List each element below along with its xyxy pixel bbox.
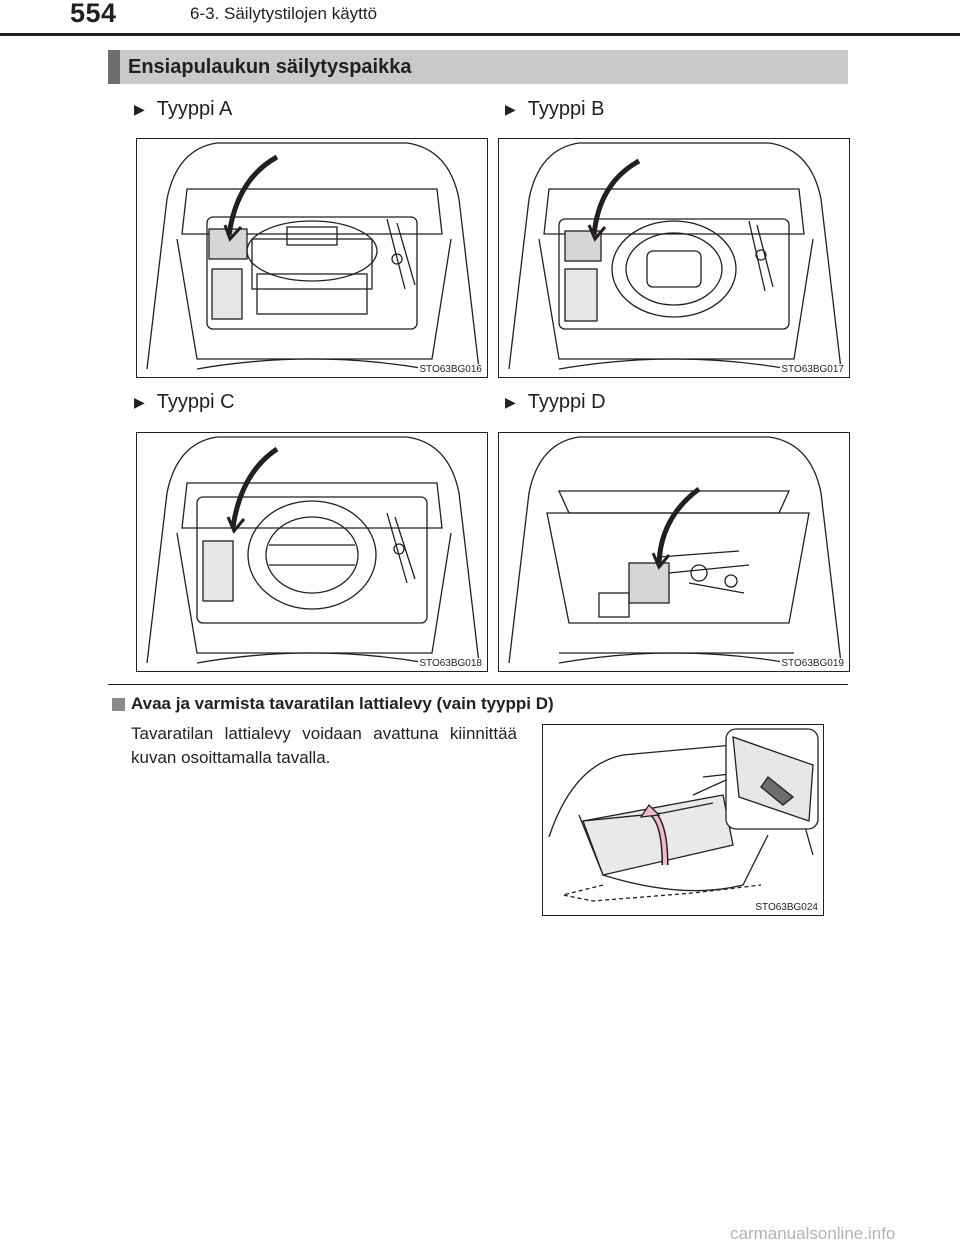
triangle-arrow-icon: ▶	[134, 101, 145, 117]
type-label-a: ▶ Tyyppi A	[134, 98, 232, 121]
triangle-arrow-icon: ▶	[505, 394, 516, 410]
sub-heading-text: Avaa ja varmista tavaratilan lattialevy …	[131, 694, 554, 713]
figure-type-a: STO63BG016	[136, 138, 488, 378]
page-title: Ensiapulaukun säilytyspaikka	[128, 56, 412, 78]
figure-type-d: STO63BG019	[498, 432, 850, 672]
body-text: Tavaratilan lattialevy voidaan avattuna …	[131, 724, 517, 767]
trunk-illustration-a	[146, 142, 480, 370]
trunk-illustration-c	[146, 436, 480, 664]
type-label-c: ▶ Tyyppi C	[134, 391, 235, 414]
figure-code: STO63BG024	[754, 902, 819, 913]
type-label-text: Tyyppi C	[156, 391, 235, 413]
type-label-d: ▶ Tyyppi D	[505, 391, 606, 414]
type-label-text: Tyyppi B	[527, 98, 605, 120]
floor-board-illustration	[548, 728, 819, 902]
trunk-illustration-b	[508, 142, 842, 370]
figure-code: STO63BG018	[418, 658, 483, 669]
watermark: carmanualsonline.info	[730, 1224, 896, 1243]
type-label-text: Tyyppi D	[527, 391, 606, 413]
figure-code: STO63BG016	[418, 364, 483, 375]
sub-heading: Avaa ja varmista tavaratilan lattialevy …	[112, 694, 554, 714]
square-bullet-icon	[112, 697, 125, 711]
title-accent-bar	[108, 50, 120, 84]
figure-code: STO63BG017	[780, 364, 845, 375]
divider	[108, 684, 848, 685]
type-label-text: Tyyppi A	[156, 98, 233, 120]
figure-type-c: STO63BG018	[136, 432, 488, 672]
triangle-arrow-icon: ▶	[505, 101, 516, 117]
page-number: 554	[70, 0, 117, 28]
figure-floor-board: STO63BG024	[542, 724, 824, 916]
trunk-illustration-d	[508, 436, 842, 664]
triangle-arrow-icon: ▶	[134, 394, 145, 410]
figure-type-b: STO63BG017	[498, 138, 850, 378]
section-header: 6-3. Säilytystilojen käyttö	[190, 4, 378, 23]
type-label-b: ▶ Tyyppi B	[505, 98, 604, 121]
header-rule	[0, 33, 960, 36]
figure-code: STO63BG019	[780, 658, 845, 669]
title-band: Ensiapulaukun säilytyspaikka	[108, 50, 848, 84]
